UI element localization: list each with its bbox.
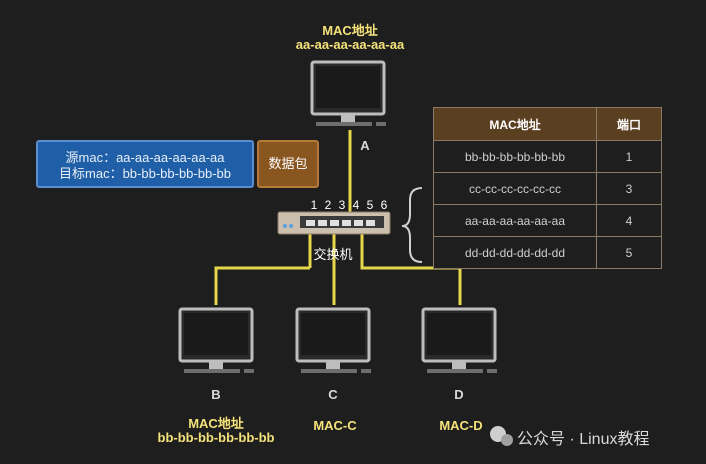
node-b-letter: B — [211, 387, 221, 402]
switch-label: 交换机 — [313, 247, 353, 262]
port-number: 6 — [380, 198, 388, 212]
node-c-letter: C — [328, 387, 338, 402]
packet-src-mac: 源mac：aa-aa-aa-aa-aa-aa — [65, 150, 225, 165]
mac-address-table: MAC地址 端口 bb-bb-bb-bb-bb-bb 1 cc-cc-cc-cc… — [433, 107, 662, 269]
wechat-icon — [490, 426, 513, 446]
link-b — [214, 266, 310, 305]
node-d-mac-value: MAC-D — [439, 418, 483, 433]
computer-c-icon — [295, 307, 371, 373]
node-a-mac-value: aa-aa-aa-aa-aa-aa — [295, 37, 405, 52]
brace-icon — [401, 187, 423, 263]
table-row: aa-aa-aa-aa-aa-aa 4 — [433, 204, 662, 237]
table-cell-port: 5 — [596, 236, 662, 269]
table-row: bb-bb-bb-bb-bb-bb 1 — [433, 140, 662, 173]
table-row: cc-cc-cc-cc-cc-cc 3 — [433, 172, 662, 205]
table-row: dd-dd-dd-dd-dd-dd 5 — [433, 236, 662, 269]
node-a-mac-title: MAC地址 — [322, 23, 378, 38]
port-number: 5 — [366, 198, 374, 212]
node-d-letter: D — [454, 387, 464, 402]
packet-dst-mac: 目标mac：bb-bb-bb-bb-bb-bb — [59, 166, 231, 181]
port-number: 4 — [352, 198, 360, 212]
table-cell-mac: aa-aa-aa-aa-aa-aa — [433, 204, 597, 237]
node-a-letter: A — [360, 138, 370, 153]
computer-a-icon — [310, 60, 386, 126]
link-d — [360, 232, 462, 305]
port-number: 3 — [338, 198, 346, 212]
table-header-mac: MAC地址 — [433, 107, 597, 141]
table-cell-port: 4 — [596, 204, 662, 237]
table-header-port: 端口 — [596, 107, 662, 141]
packet-payload: 数据包 — [257, 140, 319, 188]
node-b-mac-value: bb-bb-bb-bb-bb-bb — [157, 430, 275, 445]
table-cell-port: 1 — [596, 140, 662, 173]
table-cell-port: 3 — [596, 172, 662, 205]
switch-icon — [277, 211, 391, 235]
packet-header: 源mac：aa-aa-aa-aa-aa-aa 目标mac：bb-bb-bb-bb… — [36, 140, 254, 188]
computer-b-icon — [178, 307, 254, 373]
node-b-mac-title: MAC地址 — [188, 416, 244, 431]
port-number: 1 — [310, 198, 318, 212]
table-cell-mac: bb-bb-bb-bb-bb-bb — [433, 140, 597, 173]
computer-d-icon — [421, 307, 497, 373]
port-number: 2 — [324, 198, 332, 212]
table-cell-mac: dd-dd-dd-dd-dd-dd — [433, 236, 597, 269]
watermark-text: 公众号 · Linux教程 — [517, 431, 650, 448]
node-c-mac-value: MAC-C — [313, 418, 357, 433]
table-cell-mac: cc-cc-cc-cc-cc-cc — [433, 172, 597, 205]
